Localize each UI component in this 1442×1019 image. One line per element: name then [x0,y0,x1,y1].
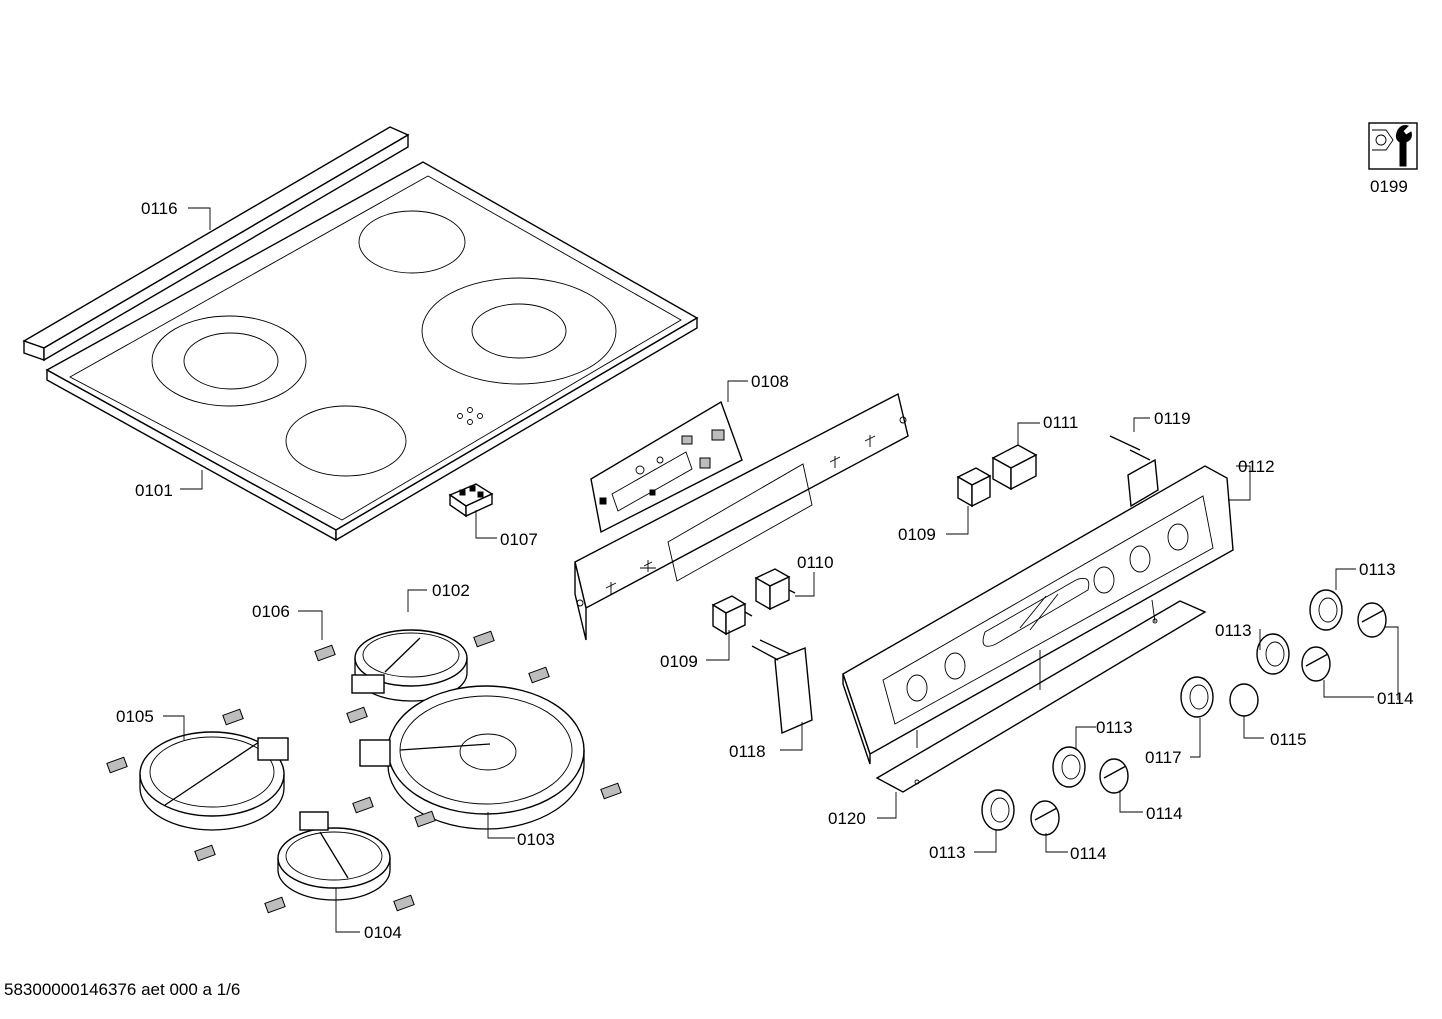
label-0111: 0111 [1043,413,1078,432]
control-panel-fascia [842,465,1234,765]
label-0109-left: 0109 [660,652,698,671]
label-0113-d: 0113 [929,843,966,862]
label-0116: 0116 [141,199,178,218]
energy-regulator-left [711,595,753,636]
label-0113-c: 0113 [1096,718,1133,737]
label-0112: 0112 [1238,457,1275,476]
energy-regulator-right-small [956,467,992,508]
label-0115: 0115 [1270,730,1307,749]
radiant-heater-0104 [277,811,391,901]
label-0107: 0107 [500,530,538,549]
energy-regulator-right-large [991,444,1038,491]
control-panel-frame [574,392,909,641]
label-0120: 0120 [828,809,866,828]
label-0199: 0199 [1370,177,1408,196]
connector-block [448,483,494,518]
lower-trim-strip [875,600,1207,793]
mounting-bracket-right [1109,435,1159,508]
label-0114-c: 0114 [1070,844,1107,863]
label-0101: 0101 [135,481,173,500]
ceramic-glass-top [45,161,699,542]
label-0105: 0105 [116,707,154,726]
wrench-nut-icon [1368,122,1418,170]
label-0117: 0117 [1145,748,1182,767]
radiant-heater-0102 [351,629,468,702]
label-0106: 0106 [252,602,290,621]
document-code: 58300000146376 aet 000 a 1/6 [4,980,241,999]
label-0108: 0108 [751,372,789,391]
label-0109-right: 0109 [898,525,936,544]
radiant-heater-0105 [139,731,289,831]
label-0118: 0118 [729,742,766,761]
radiant-heater-0103 [359,685,585,830]
label-0113-b: 0113 [1215,621,1252,640]
label-0110: 0110 [797,553,834,572]
label-0102: 0102 [432,581,470,600]
energy-regulator-center [754,568,796,611]
rear-trim-strip [22,126,410,362]
label-0103: 0103 [517,830,555,849]
label-0119: 0119 [1154,409,1191,428]
electronic-board [590,400,743,534]
leader-lines [163,207,1399,933]
label-0113-a: 0113 [1359,560,1396,579]
knob-rings [981,589,1343,831]
heater-fixing-clips [106,630,622,914]
part-number-labels: 0116 0101 0108 0107 0102 0106 0105 0103 … [116,177,1414,942]
label-0114-b: 0114 [1146,804,1183,823]
control-knobs [1030,602,1387,836]
label-0104: 0104 [364,923,402,942]
mounting-bracket-left [751,639,813,735]
label-0114-a: 0114 [1377,689,1414,708]
